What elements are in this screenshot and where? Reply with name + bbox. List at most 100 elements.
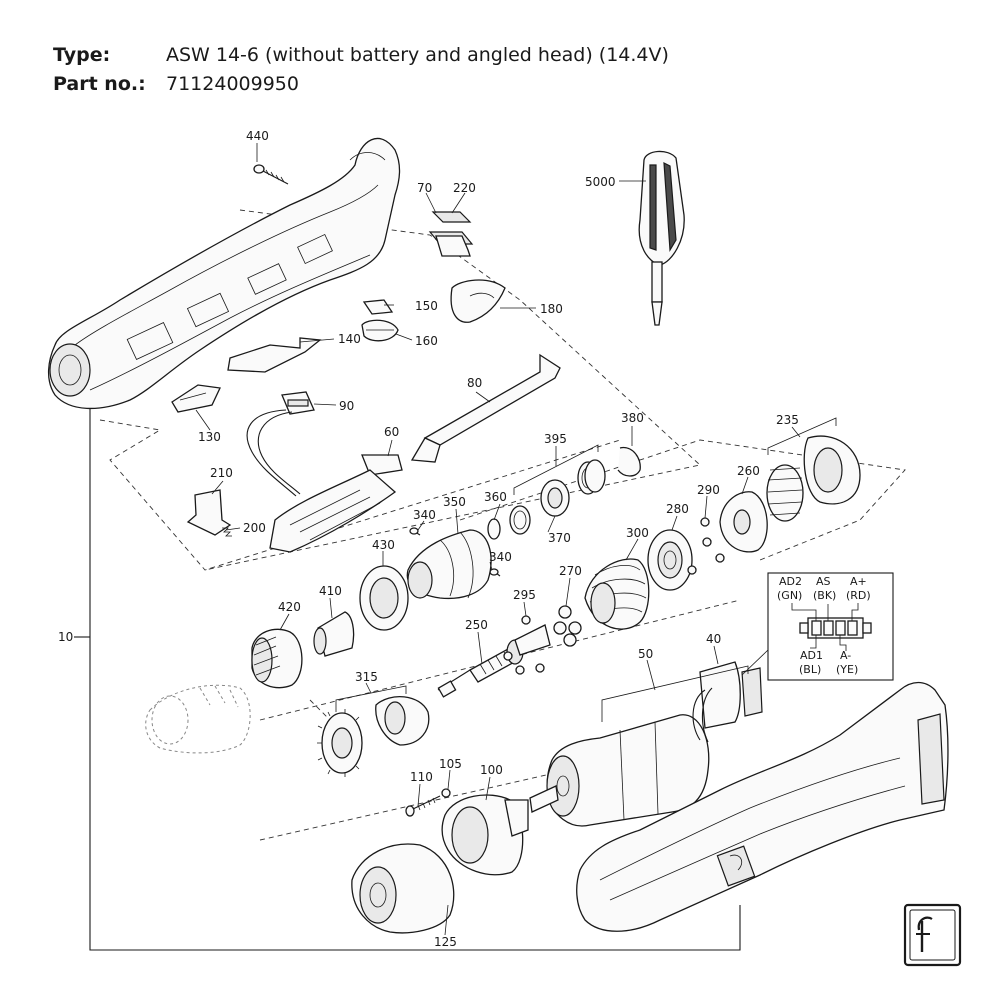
ring-430	[359, 565, 409, 631]
nut-420	[251, 628, 303, 689]
legend-ad1: AD1	[800, 649, 823, 662]
pad-150	[362, 299, 394, 315]
legend-ye: (YE)	[836, 663, 858, 676]
gear-housing-350	[406, 529, 492, 600]
legend-as: AS	[816, 575, 831, 588]
housing-half	[47, 137, 401, 410]
callout-260: 260	[737, 464, 760, 478]
callout-410: 410	[319, 584, 342, 598]
bracket-210	[186, 489, 232, 536]
legend-ad2: AD2	[779, 575, 802, 588]
callout-250: 250	[465, 618, 488, 632]
angled-head-ghost	[145, 684, 251, 754]
callout-235: 235	[776, 413, 799, 427]
callout-440: 440	[246, 129, 269, 143]
callout-110: 110	[410, 770, 433, 784]
callout-340-b: 340	[489, 550, 512, 564]
callout-210: 210	[210, 466, 233, 480]
bracket-50	[601, 659, 749, 722]
screwdriver-5000	[638, 150, 685, 326]
legend-aminus: A-	[840, 649, 851, 662]
legend-gn: (GN)	[777, 589, 802, 602]
planet-gears-270	[553, 605, 582, 647]
legend-aplus: A+	[850, 575, 867, 588]
legend-rd: (RD)	[846, 589, 871, 602]
callout-430: 430	[372, 538, 395, 552]
callout-90: 90	[339, 399, 354, 413]
screw-440	[253, 164, 289, 185]
callout-10: 10	[58, 630, 73, 644]
callout-80: 80	[467, 376, 482, 390]
circlip-380	[617, 446, 641, 477]
callout-5000: 5000	[585, 175, 616, 189]
carrier-260	[719, 491, 768, 553]
terminal-40	[692, 661, 763, 743]
callout-150: 150	[415, 299, 438, 313]
pad-140	[227, 337, 322, 373]
group-bracket-10	[74, 408, 741, 951]
callout-100: 100	[480, 763, 503, 777]
fein-logo	[903, 903, 962, 967]
callout-125: 125	[434, 935, 457, 949]
callout-180: 180	[540, 302, 563, 316]
callout-360: 360	[484, 490, 507, 504]
motor-50	[529, 714, 710, 827]
callout-220: 220	[453, 181, 476, 195]
switch-90	[281, 391, 315, 415]
trigger-130	[171, 384, 221, 413]
pin-340-b	[489, 568, 501, 577]
callout-70: 70	[417, 181, 432, 195]
callout-labels: 440 70 220 5000 150 180 140 160 90 130 8…	[58, 129, 799, 949]
legend-bk: (BK)	[813, 589, 836, 602]
switch-cover-180	[450, 279, 506, 323]
circlip-360	[487, 518, 501, 540]
connector-legend-labels: AD2 (GN) AS (BK) A+ (RD) AD1 (BL) A- (YE…	[777, 575, 871, 676]
clip-160	[361, 319, 399, 342]
connector-legend-box	[741, 572, 894, 681]
callout-105: 105	[439, 757, 462, 771]
balls-290	[687, 517, 725, 575]
type-label: Type:	[53, 44, 111, 66]
callout-130: 130	[198, 430, 221, 444]
callout-280: 280	[666, 502, 689, 516]
callout-290: 290	[697, 483, 720, 497]
leader-lines	[195, 143, 749, 936]
planet-gears-295	[503, 615, 551, 675]
pads-70-220	[428, 211, 474, 257]
bearing-cup-315	[375, 695, 430, 746]
callout-370: 370	[548, 531, 571, 545]
pcb-60	[269, 454, 403, 553]
callout-340-a: 340	[413, 508, 436, 522]
washer-105	[441, 788, 451, 798]
part-number-value: 71124009950	[166, 73, 299, 95]
callout-140: 140	[338, 332, 361, 346]
callout-380: 380	[621, 411, 644, 425]
bracket-395	[513, 444, 599, 495]
switch-wire-2	[257, 411, 301, 495]
ring-gear-300	[584, 558, 650, 630]
spring-200	[222, 527, 232, 537]
part-number-label: Part no.:	[53, 73, 146, 95]
callout-40: 40	[706, 632, 721, 646]
callout-395: 395	[544, 432, 567, 446]
callout-300: 300	[626, 526, 649, 540]
contact-strip-80	[410, 353, 561, 463]
gear-315	[317, 709, 363, 777]
switch-wire	[246, 409, 297, 497]
gear-cap-125	[351, 843, 455, 934]
callout-200: 200	[243, 521, 266, 535]
type-value: ASW 14-6 (without battery and angled hea…	[166, 44, 669, 66]
bracket-235	[767, 417, 837, 455]
sleeve-410	[313, 611, 355, 657]
callout-50: 50	[638, 647, 653, 661]
callout-295: 295	[513, 588, 536, 602]
callout-350: 350	[443, 495, 466, 509]
callout-420: 420	[278, 600, 301, 614]
washer-280	[647, 529, 693, 591]
legend-bl: (BL)	[799, 663, 821, 676]
screw-110	[405, 795, 441, 817]
rings-395-370	[509, 459, 606, 535]
callout-270: 270	[559, 564, 582, 578]
callout-160: 160	[415, 334, 438, 348]
bearing-235	[766, 435, 861, 522]
